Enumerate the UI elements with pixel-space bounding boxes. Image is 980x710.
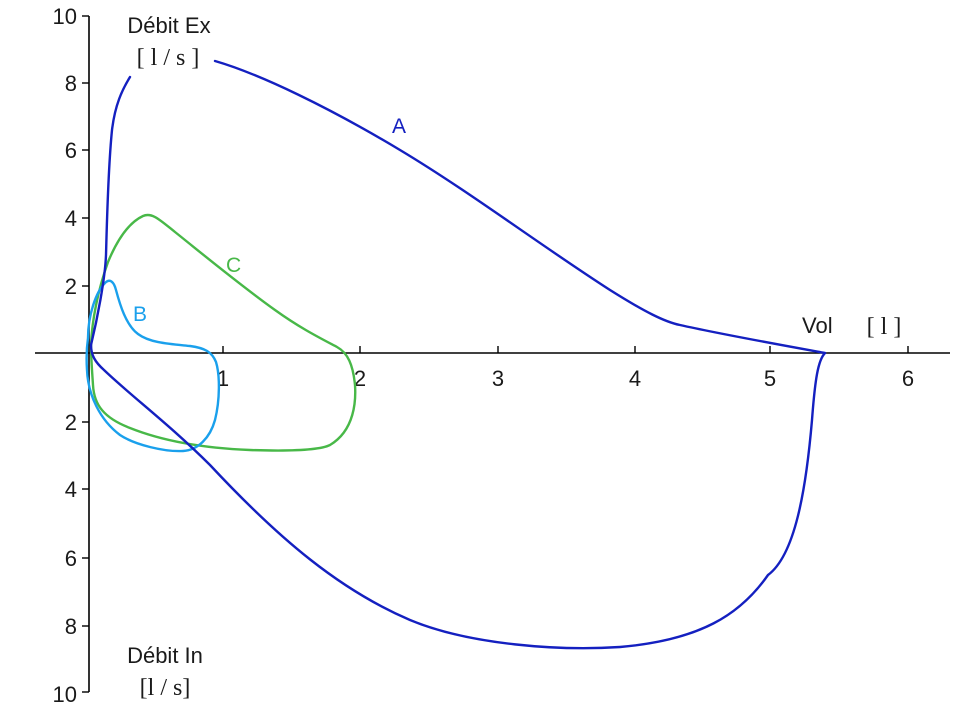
curve-a-expiratory-rise: [89, 75, 132, 347]
x-ticks: 1 2 3 4 5 6: [217, 346, 914, 391]
y-tick-up-8: 8: [65, 71, 77, 96]
y-top-unit: [ l / s ]: [137, 45, 200, 71]
y-bottom-unit: [l / s]: [140, 675, 191, 701]
curve-a-label: A: [392, 115, 406, 138]
curve-a-expiratory-descent: [213, 59, 827, 355]
curve-c: [89, 213, 357, 452]
y-ticks: 10 8 6 4 2 2 4 6 8 10: [53, 4, 89, 707]
y-bottom-title: Débit In: [127, 643, 203, 668]
y-tick-down-4: 4: [65, 477, 77, 502]
y-top-title: Débit Ex: [127, 13, 210, 38]
y-tick-up-6: 6: [65, 138, 77, 163]
y-tick-up-10: 10: [53, 4, 77, 29]
y-tick-down-2: 2: [65, 410, 77, 435]
y-tick-up-4: 4: [65, 206, 77, 231]
x-tick-4: 4: [629, 366, 641, 391]
x-tick-6: 6: [902, 366, 914, 391]
axes: [35, 16, 950, 692]
x-tick-5: 5: [764, 366, 776, 391]
curve-b: [85, 279, 221, 453]
curve-c-label: C: [226, 254, 241, 277]
y-tick-down-8: 8: [65, 614, 77, 639]
x-tick-3: 3: [492, 366, 504, 391]
y-tick-down-6: 6: [65, 546, 77, 571]
curve-a-inspiratory: [89, 343, 827, 650]
x-title: Vol: [802, 313, 833, 338]
x-unit: [ l ]: [867, 314, 902, 340]
curve-b-label: B: [133, 303, 147, 326]
x-tick-2: 2: [354, 366, 366, 391]
y-tick-up-2: 2: [65, 274, 77, 299]
y-tick-down-10: 10: [53, 682, 77, 707]
